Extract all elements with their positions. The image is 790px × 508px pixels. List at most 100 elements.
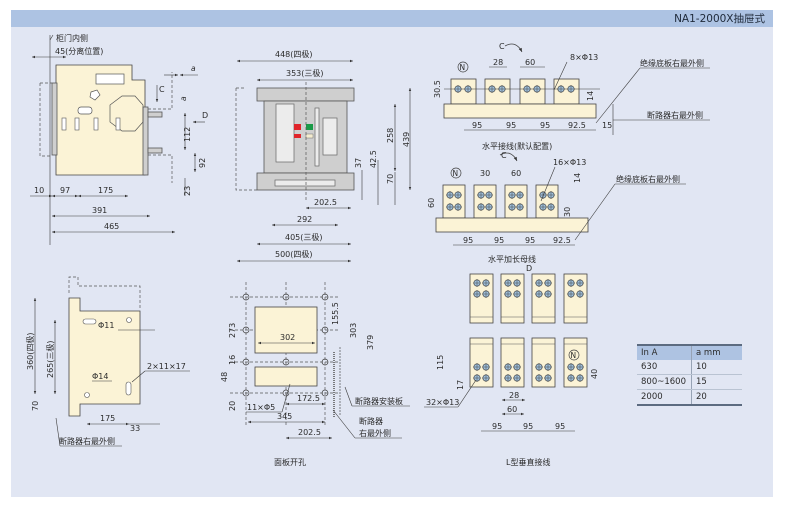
dim-33: 33 [130,424,140,433]
dim-23: 23 [183,186,192,196]
dim-303: 303 [349,323,358,338]
dim-92-5-e: 92.5 [553,236,571,245]
dim-345: 345 [277,412,292,421]
indicator-cream [305,133,314,139]
marker-c: C [159,85,165,94]
marker-c-2: C [501,151,507,160]
caption-vertical: L型垂直接线 [506,457,550,467]
dim-95-e1: 95 [463,236,473,245]
panel-cutout: 273 16 48 20 302 155.5 303 379 11×Φ5 172… [220,282,410,467]
dim-95-e3: 95 [525,236,535,245]
horizontal-wiring: N C 28 60 8×Φ13 30.5 14 95 95 95 92.5 15… [433,42,710,151]
dim-14-e: 14 [573,173,582,183]
col-header-current: In A [637,344,692,360]
busbar-base-1 [443,103,597,119]
dim-14-h: 14 [586,91,595,101]
rating-spec-table: In A a mm 630 10 800~1600 15 2000 20 [637,344,742,406]
cutout-upper [254,306,318,354]
mounting-view: 360(四极) 265(三极) 70 Φ11 Φ14 2×11×17 175 3… [25,276,190,447]
dim-202-5-pc: 202.5 [298,428,321,437]
mounting-hole [321,389,329,397]
dim-95-h3: 95 [540,121,550,130]
dim-60-v: 60 [507,405,517,414]
neutral-label-2: N [453,169,459,178]
table-row: 2000 20 [637,389,742,406]
caption-horizontal: 水平接线(默认配置) [482,141,552,151]
dim-292: 292 [297,215,312,224]
dim-258: 258 [386,128,395,143]
dim-360: 360(四极) [25,332,35,370]
label-insulation-2: 绝缘底板右最外侧 [616,174,680,184]
busbar-top [531,273,556,324]
dim-28-h: 28 [493,58,503,67]
dim-112: 112 [183,127,192,142]
caption-panel-cutout: 面板开孔 [274,457,306,467]
holes-32-phi13: 32×Φ13 [426,398,459,407]
neutral-label-1: N [460,63,466,72]
dim-20: 20 [228,401,237,411]
dim-17: 17 [456,380,465,390]
dim-10: 10 [34,186,44,195]
dim-95-h1: 95 [472,121,482,130]
dim-465: 465 [104,222,119,231]
table-row: 630 10 [637,360,742,375]
dim-448: 448(四极) [275,49,313,59]
busbar-bottom [531,337,556,388]
phi-14: Φ14 [92,372,108,381]
front-view: 448(四极) 353(三极) 439 258 37 42.5 70 202.5… [235,49,412,263]
holes-8-phi13: 8×Φ13 [570,53,598,62]
marker-a1: a [191,64,196,73]
mounting-hole [321,293,329,301]
cell-current: 2000 [637,389,692,406]
marker-d-v: D [526,264,532,273]
dim-48: 48 [220,372,229,382]
label-breaker-pc-1: 断路器 [359,416,383,426]
holes-16-phi13: 16×Φ13 [553,158,586,167]
dim-30-5: 30.5 [433,80,442,98]
mounting-hole [242,293,250,301]
dim-30-ev: 30 [563,207,572,217]
dim-40: 40 [590,369,599,379]
neutral-label-v: N [571,351,577,360]
vertical-wiring: D N 115 17 32×Φ13 40 28 60 95 95 95 L型垂直… [424,264,599,467]
caption-extended: 水平加长母线 [488,254,536,264]
indicator-red-2 [294,134,301,138]
mounting-hole [242,358,250,366]
busbar-top [500,273,525,324]
mounting-hole [321,326,329,334]
mounting-hole [321,358,329,366]
breaker-body-side [55,64,146,176]
dim-155-5: 155.5 [331,302,340,325]
dim-175: 175 [98,186,113,195]
dim-92-5-h: 92.5 [568,121,586,130]
slot-2x11x17: 2×11×17 [147,362,186,371]
marker-d: D [202,111,208,120]
mounting-hole [282,293,290,301]
dim-265: 265(三极) [45,340,55,378]
model-title: NA1-2000X抽屉式 [674,13,765,25]
dim-175-m: 175 [100,414,115,423]
dim-70: 70 [386,174,395,184]
dim-439: 439 [402,132,411,147]
cell-current: 630 [637,360,692,375]
separation-label: 45(分离位置) [55,46,103,56]
mounting-hole [242,389,250,397]
label-breaker-pc-2: 右最外侧 [359,428,391,438]
marker-c-1: C [499,42,505,51]
side-view: 柜门内侧 45(分离位置) a C a D 112 92 23 10 [30,33,208,245]
cell-a: 20 [691,389,742,406]
mounting-hole [242,326,250,334]
dim-42-5: 42.5 [369,150,378,168]
dim-202-5: 202.5 [314,198,337,207]
indicator-green [306,124,313,130]
label-breaker-1: 断路器右最外侧 [647,110,703,120]
label-mount-plate: 断路器安装板 [355,396,403,406]
dim-60-e: 60 [511,169,521,178]
dim-391: 391 [92,206,107,215]
dim-97: 97 [60,186,70,195]
dim-15: 15 [602,121,612,130]
dim-60-h: 60 [525,58,535,67]
dim-28-v: 28 [509,391,519,400]
mounting-hole [282,389,290,397]
